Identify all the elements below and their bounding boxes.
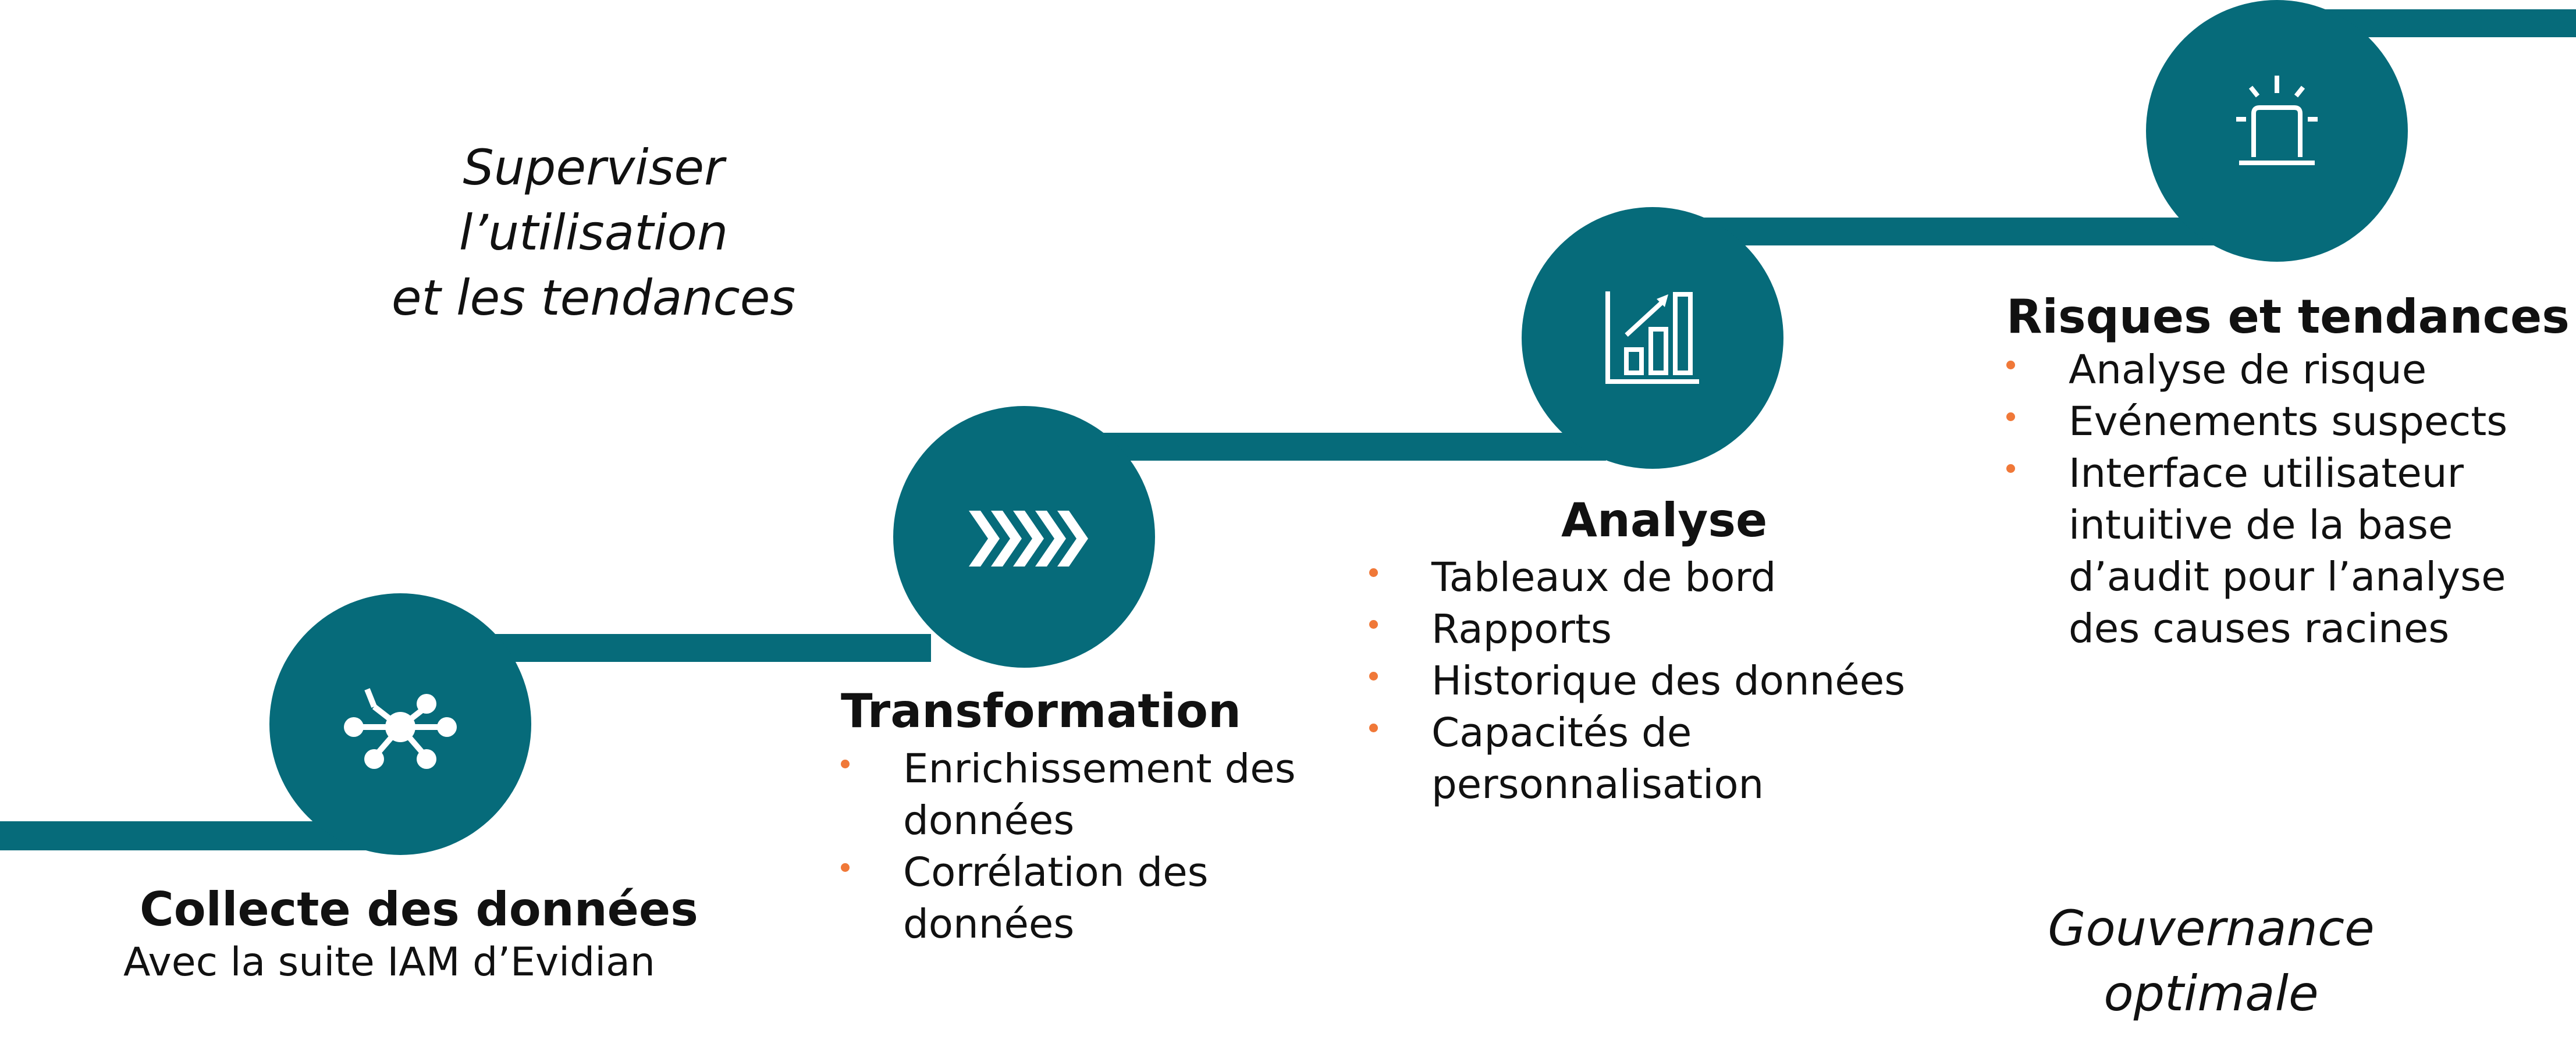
bullet-dot <box>1369 724 1378 732</box>
list-item: Analyse de risque <box>2006 344 2507 396</box>
list-item: Corrélation des données <box>841 847 1296 950</box>
bullet-dot <box>1369 620 1378 629</box>
bar-chart-growth-icon <box>1605 291 1699 384</box>
list-item: Evénements suspects <box>2006 396 2507 448</box>
step-transformation-title: Transformation <box>841 684 1241 738</box>
chevrons-right-icon <box>969 511 1088 567</box>
list-item: Historique des données <box>1369 656 1905 707</box>
network-hub-icon <box>344 688 457 769</box>
step-risques-circle <box>2146 0 2408 262</box>
bullet-dot <box>1369 672 1378 681</box>
list-item: Enrichissement des données <box>841 743 1296 847</box>
bullet-dot <box>841 863 850 872</box>
step-risques-title: Risques et tendances <box>2006 290 2570 344</box>
list-item: Interface utilisateur intuitive de la ba… <box>2006 448 2507 655</box>
list-item: Tableaux de bord <box>1369 552 1905 604</box>
list-item: Rapports <box>1369 604 1905 656</box>
step-collecte-circle <box>269 593 531 855</box>
bullet-dot <box>1369 568 1378 577</box>
step-transformation-list: Enrichissement des données Corrélation d… <box>841 743 1296 950</box>
step-analyse-circle <box>1522 207 1783 469</box>
step-risques-list: Analyse de risque Evénements suspects In… <box>2006 344 2507 655</box>
alarm-beacon-icon <box>2236 76 2318 165</box>
bullet-dot <box>841 760 850 768</box>
list-item: Capacités de personnalisation <box>1369 707 1905 811</box>
step-analyse-title: Analyse <box>1561 493 1768 547</box>
header-title: Superviser l’utilisation et les tendance… <box>391 139 796 326</box>
bullet-dot <box>2006 464 2015 473</box>
bullet-dot <box>2006 412 2015 421</box>
step-collecte-title: Collecte des données <box>140 882 698 936</box>
step-collecte-subtitle: Avec la suite IAM d’Evidian <box>123 939 655 985</box>
footer-title: Gouvernance optimale <box>2048 900 2375 1022</box>
step-transformation-circle <box>893 406 1155 668</box>
bullet-dot <box>2006 361 2015 369</box>
step-analyse-list: Tableaux de bord Rapports Historique des… <box>1369 552 1905 811</box>
